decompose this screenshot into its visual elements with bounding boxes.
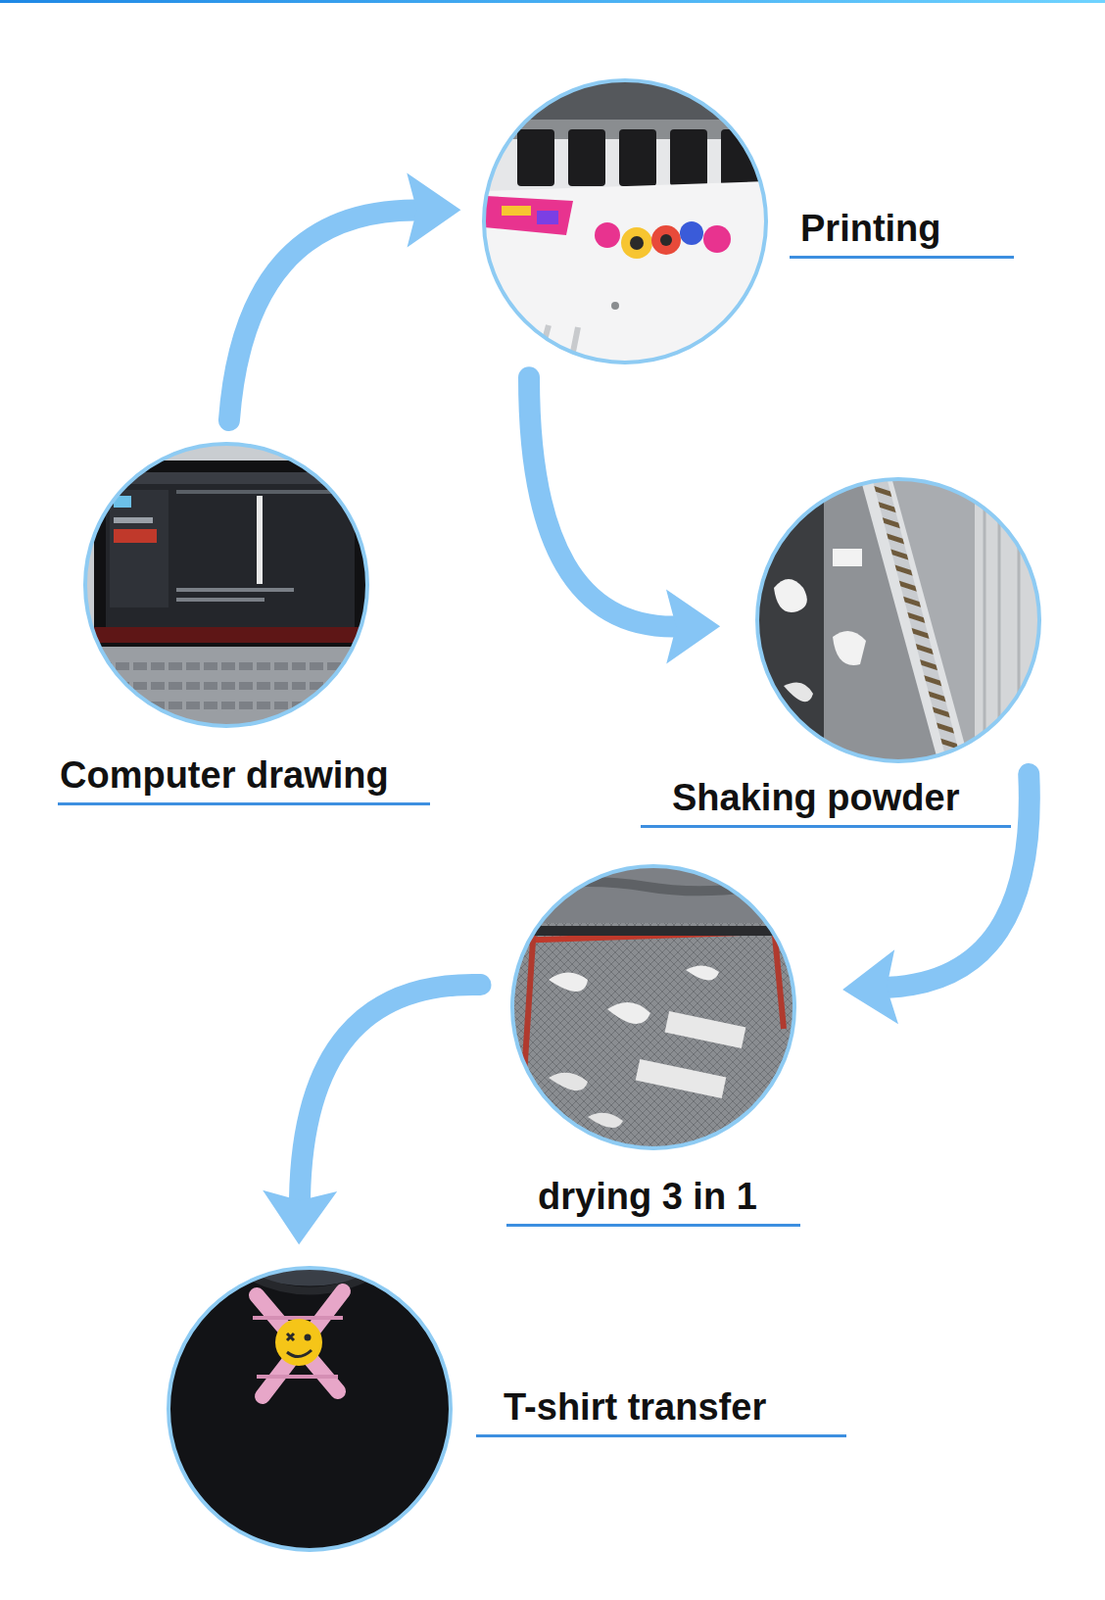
powder-photo-part	[755, 477, 1042, 764]
dryer-photo-part	[519, 925, 534, 1151]
printer-photo-part	[568, 129, 606, 187]
powder-photo-part	[773, 578, 808, 613]
tshirt-photo-part	[275, 1318, 323, 1366]
step-label: Shaking powder	[672, 775, 960, 819]
laptop-photo-part	[256, 495, 263, 584]
arrow-shaft	[528, 377, 674, 626]
dryer-photo-part	[665, 1010, 747, 1049]
printer-photo-part	[517, 129, 555, 187]
printer-photo-part	[619, 129, 657, 187]
arrow-head	[406, 172, 461, 247]
step-circle: Shaking powder	[755, 477, 1042, 764]
tshirt-photo-part	[287, 1349, 312, 1357]
laptop-photo-part	[113, 528, 157, 543]
tshirt-photo-part	[287, 1333, 294, 1341]
dryer-photo-part	[607, 1002, 651, 1024]
printer-photo-part	[670, 129, 708, 187]
arrow-shaft	[229, 209, 415, 421]
tshirt-photo-part	[262, 1291, 343, 1396]
flow-arrow	[262, 984, 481, 1245]
laptop-photo	[83, 441, 370, 728]
printer-photo-part	[651, 225, 681, 255]
step-label-underline: drying 3 in 1	[506, 1174, 801, 1227]
arrow-shaft	[299, 984, 481, 1199]
dryer-photo-part	[587, 1112, 624, 1128]
powder-photo-part	[974, 477, 1042, 764]
printer-photo-part	[629, 236, 644, 250]
printer-photo-part	[481, 181, 769, 365]
printer-photo-part	[720, 129, 759, 187]
dryer-photo-part	[510, 864, 797, 1151]
dryer-photo-part	[635, 1058, 727, 1099]
step-label: drying 3 in 1	[537, 1174, 758, 1218]
step-label-underline: T-shirt transfer	[476, 1385, 847, 1438]
flow-arrow	[528, 377, 721, 664]
laptop-photo-part	[105, 472, 355, 484]
step-label-underline: Computer drawing	[57, 753, 431, 806]
printer-photo-part	[536, 210, 559, 225]
laptop-photo-part	[83, 441, 370, 728]
powder-photo-part	[984, 477, 1019, 764]
tshirt-photo-part	[166, 1273, 453, 1552]
step-label: Computer drawing	[59, 753, 389, 797]
laptop-photo-part	[176, 489, 349, 494]
powder-photo-part	[832, 630, 866, 666]
printer-photo-part	[483, 195, 574, 236]
arrow-head	[262, 1190, 337, 1246]
dryer-photo-part	[528, 881, 774, 891]
powder-photo-part	[755, 477, 824, 764]
printer-photo-part	[611, 301, 620, 310]
laptop-photo-part	[94, 626, 367, 643]
laptop-photo-part	[94, 460, 367, 647]
printer-photo-part	[660, 234, 673, 246]
step-label-underline: Printing	[789, 206, 1014, 259]
tshirt-photo-part	[166, 1265, 453, 1552]
printer-photo	[481, 78, 769, 365]
printer-photo-part	[594, 222, 621, 248]
step-circle: Printing	[481, 78, 769, 365]
step-circle: Computer drawing	[83, 441, 370, 728]
step-label-underline: Shaking powder	[640, 775, 1011, 828]
arrow-head	[666, 589, 721, 665]
laptop-photo-part	[113, 495, 132, 508]
tshirt-photo-part	[304, 1334, 312, 1342]
tshirt-photo-part	[252, 1317, 343, 1377]
powder-photo-part	[860, 477, 970, 764]
printer-photo-part	[509, 323, 578, 357]
printer-photo-part	[679, 221, 704, 245]
laptop-photo-part	[83, 646, 370, 728]
printer-photo-part	[481, 78, 769, 365]
printer-photo-part	[703, 225, 731, 253]
laptop-photo-part	[176, 597, 265, 602]
printer-photo-part	[501, 205, 531, 216]
laptop-photo-part	[113, 517, 153, 524]
dryer-photo-part	[548, 1072, 588, 1091]
step-label: Printing	[800, 206, 942, 250]
dryer-photo-part	[510, 925, 797, 936]
arrow-head	[842, 949, 899, 1024]
powder-photo-part	[783, 681, 814, 702]
dryer-photo-part	[685, 964, 720, 980]
dryer-photo	[510, 864, 797, 1151]
step-circle: drying 3 in 1	[510, 864, 797, 1151]
printer-photo-part	[621, 227, 653, 259]
powder-photo-part	[871, 477, 962, 764]
laptop-photo-part	[176, 587, 294, 592]
laptop-photo-part	[109, 489, 169, 608]
flow-arrow	[229, 172, 461, 421]
printer-photo-part	[481, 78, 769, 120]
dryer-photo-part	[510, 864, 797, 923]
step-circle: T-shirt transfer	[166, 1265, 453, 1552]
powder-photo	[755, 477, 1042, 764]
tshirt-photo	[166, 1265, 453, 1552]
tshirt-photo-part	[244, 1273, 375, 1292]
powder-photo-part	[832, 548, 863, 567]
dryer-photo-part	[548, 972, 588, 993]
laptop-photo-part	[105, 472, 355, 627]
dryer-photo-part	[773, 925, 784, 1029]
top-bar	[0, 0, 1105, 3]
laptop-photo-part	[97, 666, 353, 706]
step-label: T-shirt transfer	[503, 1385, 767, 1429]
